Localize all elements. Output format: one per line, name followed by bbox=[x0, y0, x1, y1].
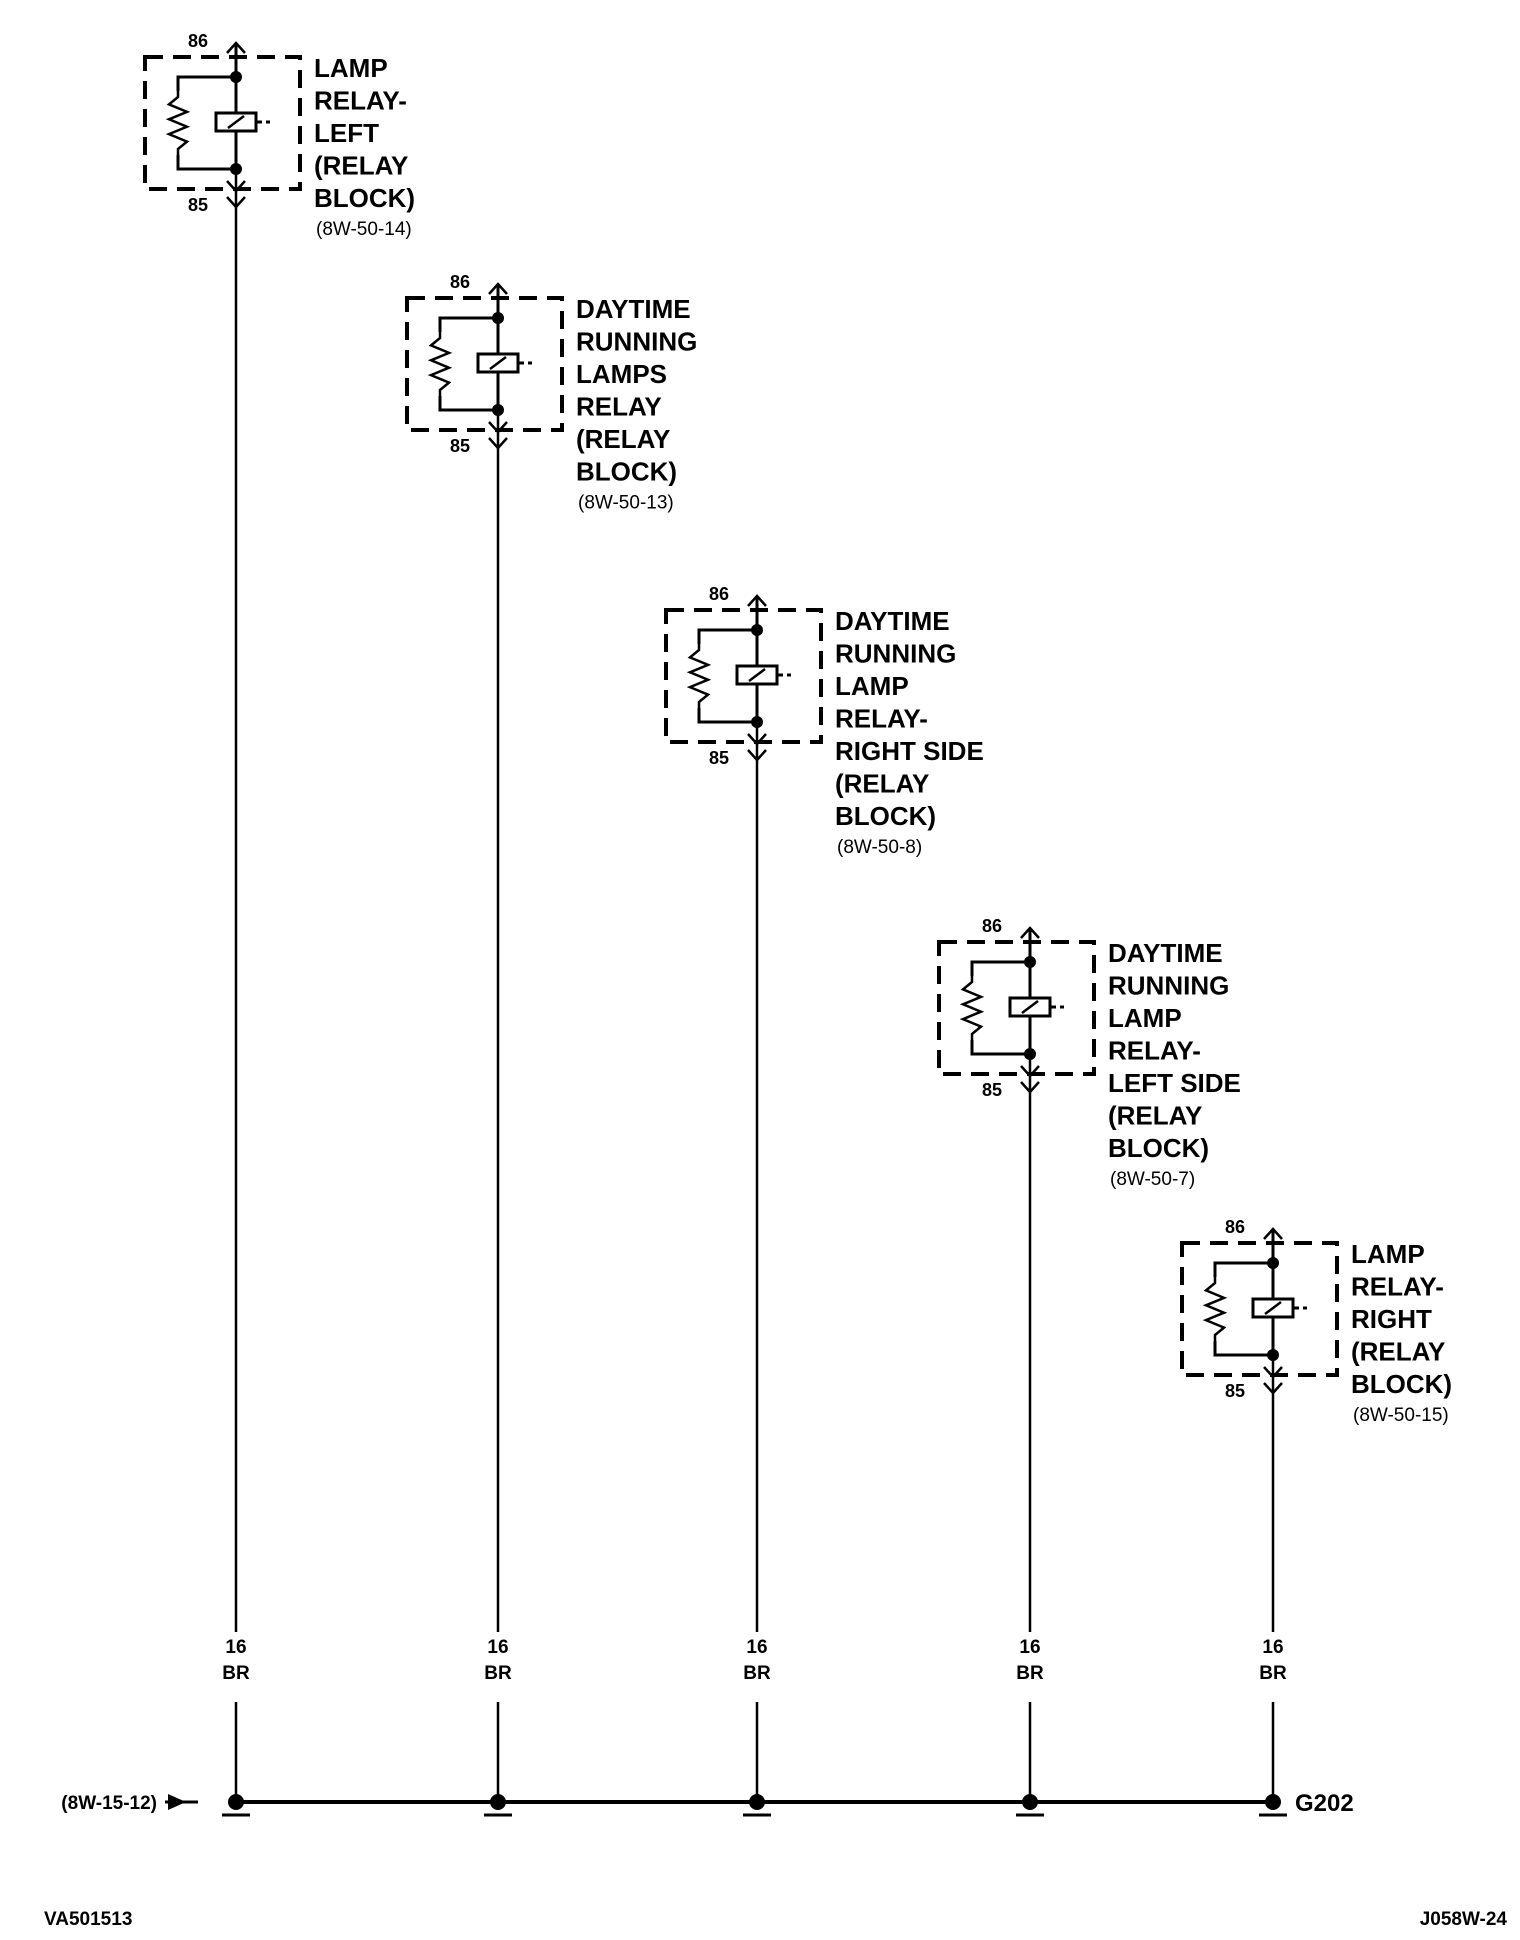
relay-name-line: RELAY- bbox=[835, 704, 928, 734]
pin-85-label: 85 bbox=[1225, 1381, 1245, 1401]
relay-ref-label: (8W-50-13) bbox=[578, 493, 674, 514]
resistor-icon bbox=[427, 330, 453, 398]
relay-name-line: (RELAY bbox=[1351, 1337, 1445, 1367]
relays-layer: 868516BRLAMPRELAY-LEFT(RELAYBLOCK)(8W-50… bbox=[143, 31, 1452, 1817]
relay-name-line: DAYTIME bbox=[576, 294, 691, 324]
wire-color-label: BR bbox=[1016, 1663, 1044, 1684]
relay-name-line: RIGHT bbox=[1351, 1304, 1432, 1334]
wire-gauge-label: 16 bbox=[487, 1637, 508, 1658]
bus-source-ref: (8W-15-12) bbox=[61, 1793, 157, 1814]
wire-gauge-label: 16 bbox=[746, 1637, 767, 1658]
relay-ref-label: (8W-50-8) bbox=[837, 837, 922, 858]
relay-name-line: LAMP bbox=[314, 53, 388, 83]
coil-diagonal bbox=[1021, 1000, 1039, 1014]
relay-name-line: RELAY bbox=[576, 392, 662, 422]
relay-name-line: BLOCK) bbox=[1108, 1133, 1209, 1163]
resistor-icon bbox=[165, 89, 191, 157]
pin-86-label: 86 bbox=[450, 272, 470, 292]
pin-86-label: 86 bbox=[709, 584, 729, 604]
footer-left: VA501513 bbox=[44, 1909, 132, 1930]
relay-name-line: RUNNING bbox=[576, 327, 697, 357]
relay-name-line: (RELAY bbox=[1108, 1101, 1202, 1131]
ground-label: G202 bbox=[1295, 1790, 1354, 1817]
pin-86-label: 86 bbox=[982, 916, 1002, 936]
bus-source-arrow bbox=[165, 1794, 198, 1810]
relay-name-line: RELAY- bbox=[1108, 1036, 1201, 1066]
relay-ref-label: (8W-50-14) bbox=[316, 219, 412, 240]
coil-diagonal bbox=[489, 356, 507, 370]
relay-name-line: (RELAY bbox=[576, 424, 670, 454]
relay-box bbox=[405, 296, 564, 432]
relay-box bbox=[664, 608, 823, 744]
pin-85-label: 85 bbox=[982, 1080, 1002, 1100]
relay-name-line: RUNNING bbox=[1108, 971, 1229, 1001]
relay-name-line: (RELAY bbox=[314, 151, 408, 181]
wire-color-label: BR bbox=[743, 1663, 771, 1684]
relay-name-line: BLOCK) bbox=[576, 457, 677, 487]
wire-gauge-label: 16 bbox=[1262, 1637, 1283, 1658]
pin-85-label: 85 bbox=[188, 195, 208, 215]
relay-name-line: LAMPS bbox=[576, 359, 667, 389]
relay-name-line: LEFT bbox=[314, 118, 379, 148]
coil-diagonal bbox=[748, 668, 766, 682]
resistor-icon bbox=[686, 642, 712, 710]
relay-ref-label: (8W-50-15) bbox=[1353, 1405, 1449, 1426]
splice-dot bbox=[1265, 1794, 1281, 1810]
relay-name-line: RELAY- bbox=[1351, 1272, 1444, 1302]
relay-name-line: LAMP bbox=[1351, 1239, 1425, 1269]
relay-name-line: (RELAY bbox=[835, 769, 929, 799]
relay-name-line: RIGHT SIDE bbox=[835, 736, 984, 766]
wire-color-label: BR bbox=[1259, 1663, 1287, 1684]
wire-gauge-label: 16 bbox=[1019, 1637, 1040, 1658]
relay-name-line: LAMP bbox=[835, 671, 909, 701]
ground-bus: (8W-15-12) G202 bbox=[61, 1790, 1353, 1817]
coil-diagonal bbox=[227, 115, 245, 129]
footer-right: J058W-24 bbox=[1420, 1909, 1508, 1930]
pin-86-label: 86 bbox=[1225, 1217, 1245, 1237]
resistor-icon bbox=[1202, 1275, 1228, 1343]
relay-name-line: LAMP bbox=[1108, 1003, 1182, 1033]
relay-name-line: BLOCK) bbox=[835, 801, 936, 831]
relay-box bbox=[937, 940, 1096, 1076]
relay-box bbox=[143, 55, 302, 191]
relay-name-line: DAYTIME bbox=[835, 606, 950, 636]
resistor-icon bbox=[959, 974, 985, 1042]
relay-name-line: BLOCK) bbox=[314, 183, 415, 213]
pin-85-label: 85 bbox=[450, 436, 470, 456]
pin-85-label: 85 bbox=[709, 748, 729, 768]
pin-86-label: 86 bbox=[188, 31, 208, 51]
relay-name-line: LEFT SIDE bbox=[1108, 1068, 1241, 1098]
relay-name-line: BLOCK) bbox=[1351, 1369, 1452, 1399]
relay-ref-label: (8W-50-7) bbox=[1110, 1169, 1195, 1190]
relay-name-line: DAYTIME bbox=[1108, 938, 1223, 968]
relay-box bbox=[1180, 1241, 1339, 1377]
wire-gauge-label: 16 bbox=[225, 1637, 246, 1658]
relay-name-line: RUNNING bbox=[835, 639, 956, 669]
wire-color-label: BR bbox=[484, 1663, 512, 1684]
relay-name-line: RELAY- bbox=[314, 86, 407, 116]
coil-diagonal bbox=[1264, 1301, 1282, 1315]
wire-color-label: BR bbox=[222, 1663, 250, 1684]
